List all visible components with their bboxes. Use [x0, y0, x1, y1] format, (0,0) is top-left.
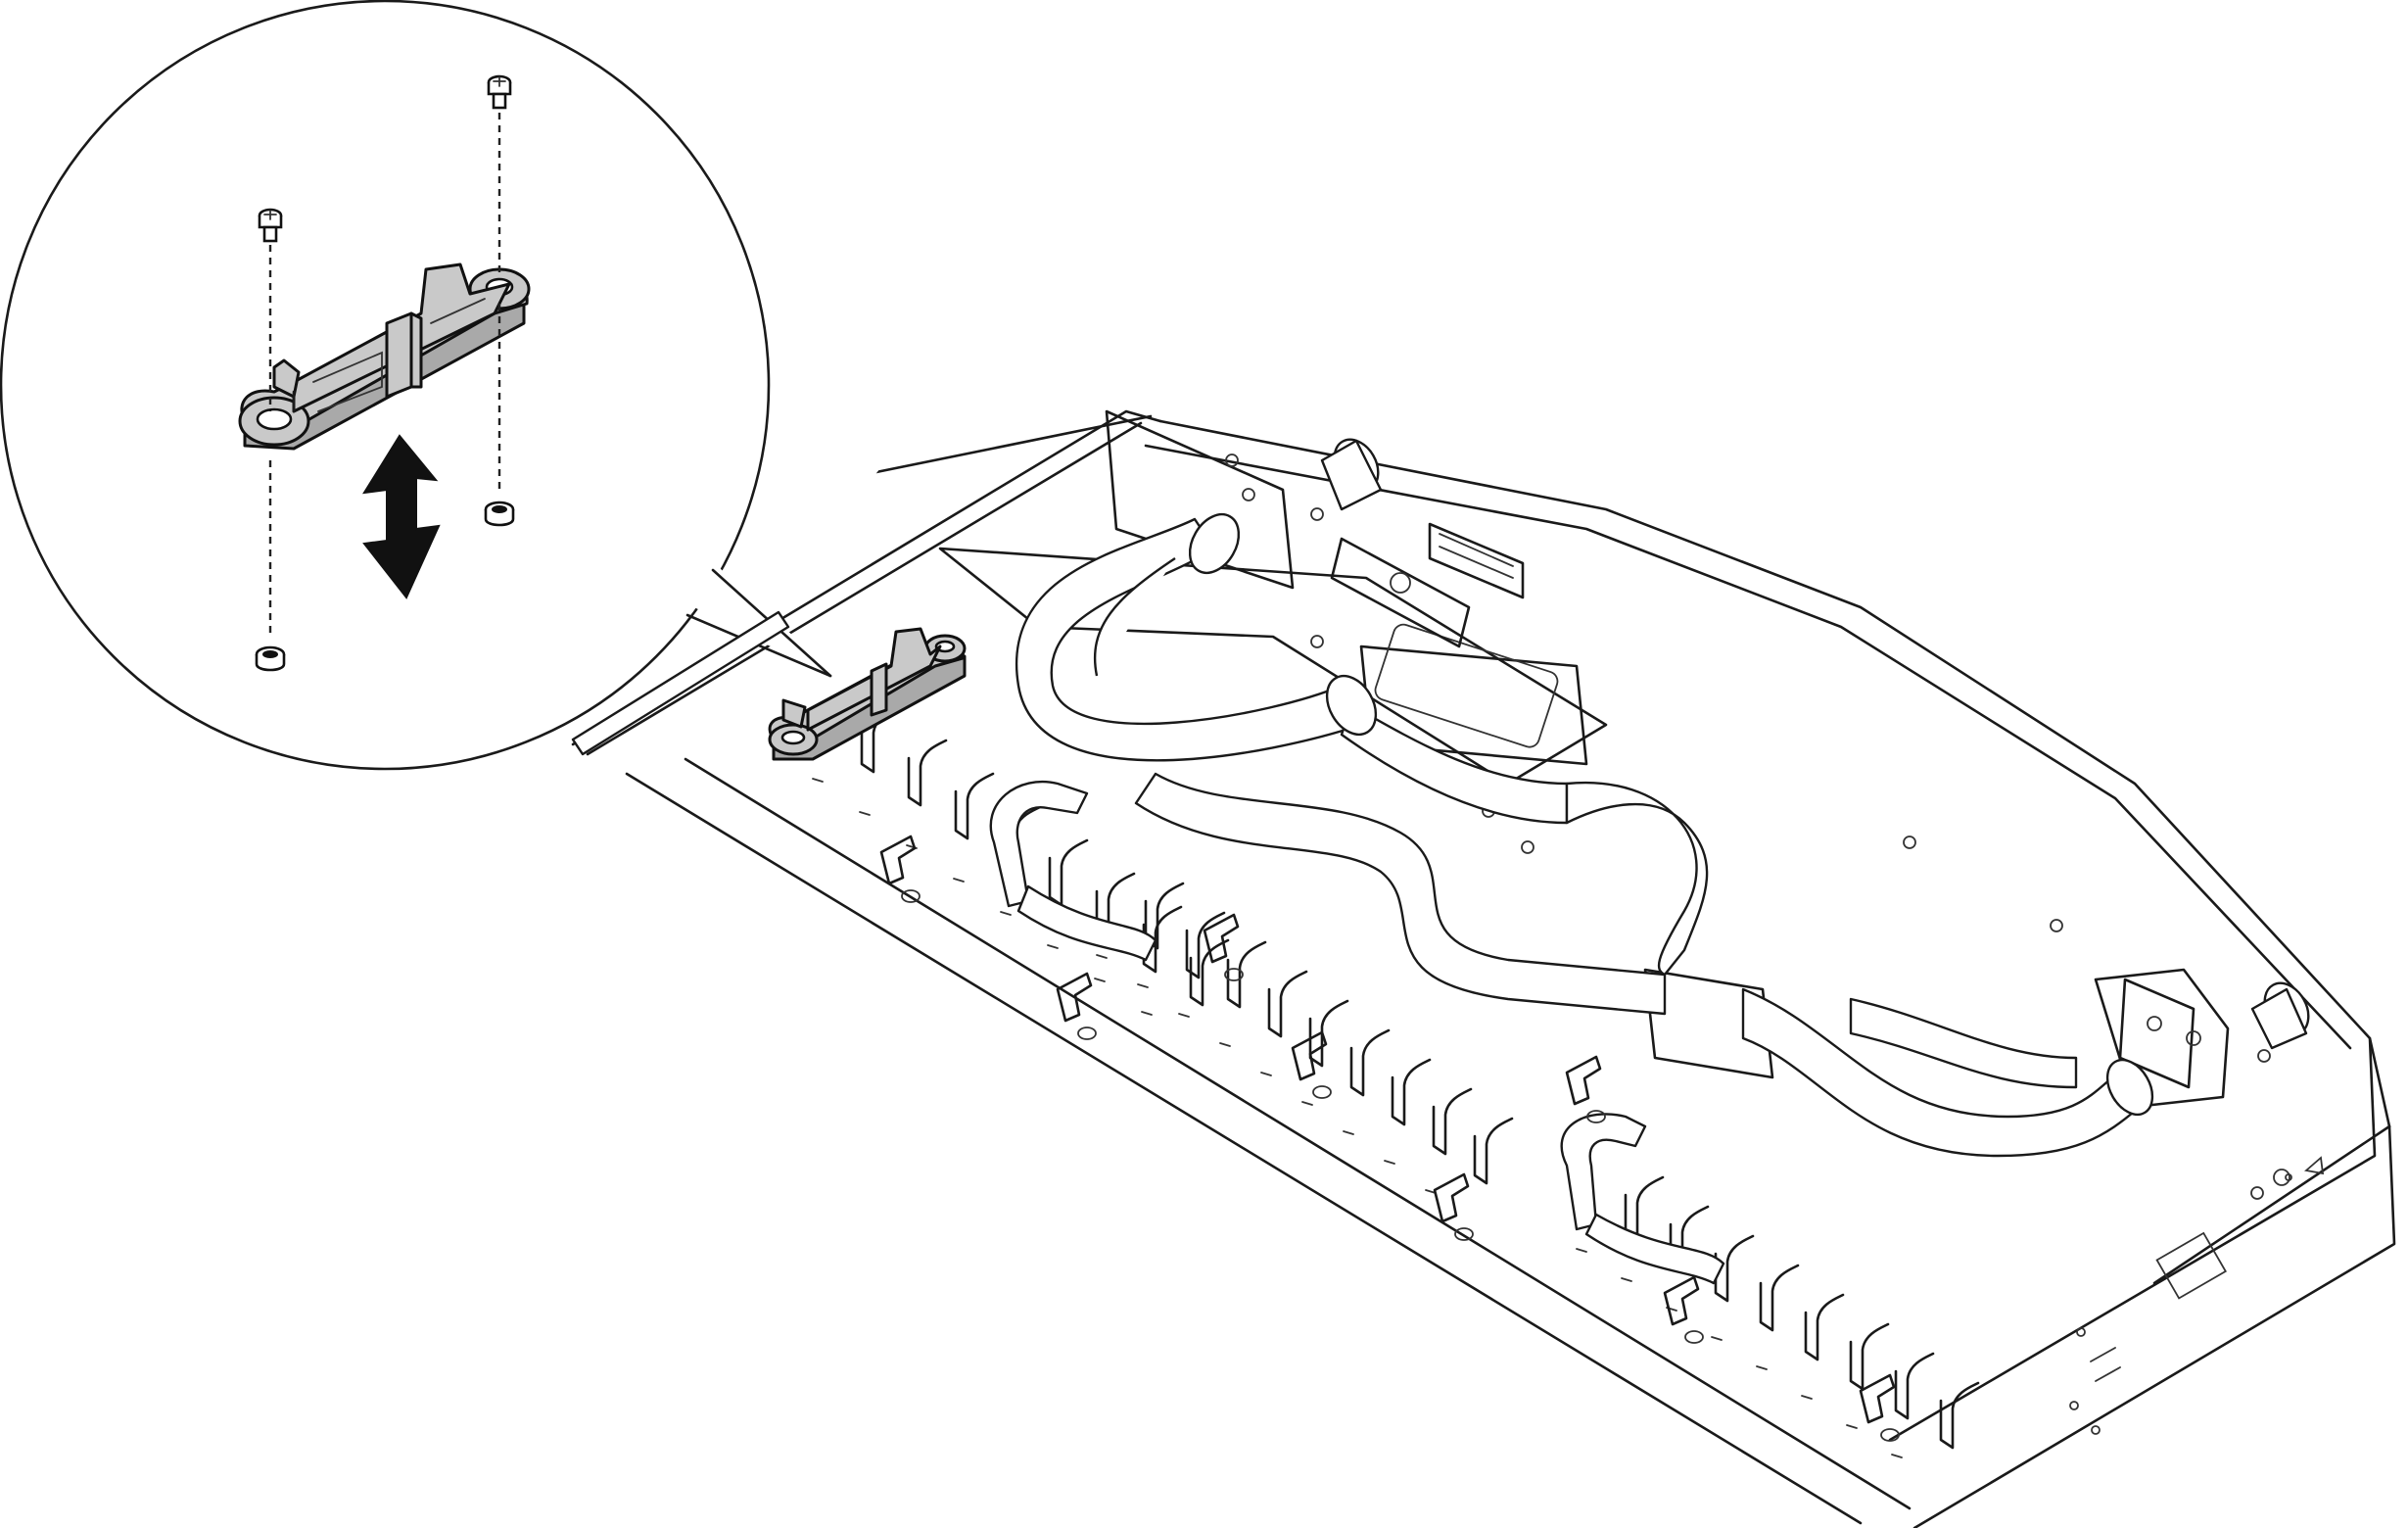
dimm-slot-edge — [1219, 1042, 1231, 1047]
bracket-part-icon — [238, 263, 531, 451]
callout-bubble — [0, 0, 955, 771]
dimm-slot-fin — [1349, 1028, 1391, 1097]
dimm-slot-fins-lower — [1576, 1175, 1980, 1458]
dimm-slot-fin — [1939, 1381, 1980, 1450]
dimm-slot-fin — [1144, 882, 1185, 950]
standoff — [1224, 968, 1244, 981]
dimm-slot-edge — [1846, 1424, 1858, 1429]
dimm-latch — [879, 835, 917, 885]
standoff-nut-icon — [255, 501, 515, 672]
dimm-slot-edge — [1621, 1277, 1632, 1282]
standoff — [901, 889, 921, 903]
standoff — [1454, 1227, 1474, 1241]
standoff — [1880, 1428, 1900, 1442]
dimm-slot-edge — [1260, 1072, 1272, 1076]
dimm-slot-edge — [1094, 978, 1106, 982]
dimm-slot-edge — [1576, 1248, 1587, 1253]
dimm-slot-edge — [1141, 1011, 1153, 1016]
dimm-slot-fin — [1391, 1058, 1432, 1126]
dimm-latch — [1291, 1030, 1328, 1081]
dimm-slot-fin — [1804, 1293, 1845, 1361]
dimm-slot-fin — [1048, 838, 1089, 907]
water-loop-hoses — [989, 438, 2310, 1285]
dimm-slot-fins-right — [1096, 882, 1514, 1194]
dimm-slot-fin — [1185, 911, 1226, 979]
standoff — [1684, 1330, 1704, 1344]
dimm-slot-edge — [1891, 1454, 1903, 1458]
dimm-slot-fin — [1894, 1352, 1935, 1420]
dimm-slot-edge — [1096, 954, 1108, 959]
dimm-slot-fin — [907, 739, 948, 807]
dimm-latch — [1565, 1055, 1602, 1106]
dimm-latch — [1056, 972, 1093, 1023]
dimm-slot-fin — [1759, 1264, 1800, 1332]
dimm-latch — [1859, 1373, 1896, 1424]
dimm-slot-fin — [1267, 970, 1308, 1038]
dimm-slot-edge — [1711, 1336, 1723, 1341]
rear-connector — [1390, 522, 1525, 599]
dimm-slot-edge — [1178, 1013, 1190, 1018]
dimm-slot-edge — [953, 878, 965, 883]
dimm-slot-fin — [1432, 1087, 1473, 1156]
up-down-arrow-icon — [362, 434, 441, 599]
standoff — [1586, 1110, 1606, 1123]
bracket-installed — [768, 627, 967, 761]
dimm-slot-edge — [1301, 1101, 1313, 1106]
standoff — [1077, 1027, 1097, 1040]
dimm-slot-edge — [1047, 944, 1059, 949]
dimm-slot-fin — [1308, 999, 1349, 1068]
dimm-latch — [1663, 1275, 1700, 1326]
dimm-latch — [1203, 913, 1240, 964]
dimm-slot-fin — [1714, 1234, 1755, 1303]
dimm-latch — [1433, 1172, 1470, 1223]
dimm-slot-fin — [1226, 940, 1267, 1009]
alignment-dashed-lines — [268, 113, 501, 637]
standoff — [1312, 1085, 1332, 1099]
dimm-slot-edge — [1384, 1160, 1395, 1165]
dimm-latches — [879, 835, 1900, 1442]
dimm-slot-edge — [1137, 983, 1149, 988]
dimm-slot-fin — [1849, 1322, 1890, 1391]
dimm-slot-edge — [1000, 911, 1012, 916]
dimm-slot-edge — [812, 778, 824, 783]
dimm-slot-edge — [1801, 1395, 1813, 1400]
dimm-slot-fin — [1473, 1117, 1514, 1185]
tray-guide-rod — [571, 610, 790, 756]
end-plate-details — [2069, 1156, 2325, 1435]
dimm-slot-edge — [1343, 1130, 1354, 1135]
dimm-slot-fin — [1142, 905, 1183, 974]
dimm-slot-fin — [954, 772, 995, 840]
dimm-slot-edge — [859, 811, 871, 816]
screw-icon — [258, 74, 512, 243]
dimm-slot-edge — [1756, 1365, 1768, 1370]
